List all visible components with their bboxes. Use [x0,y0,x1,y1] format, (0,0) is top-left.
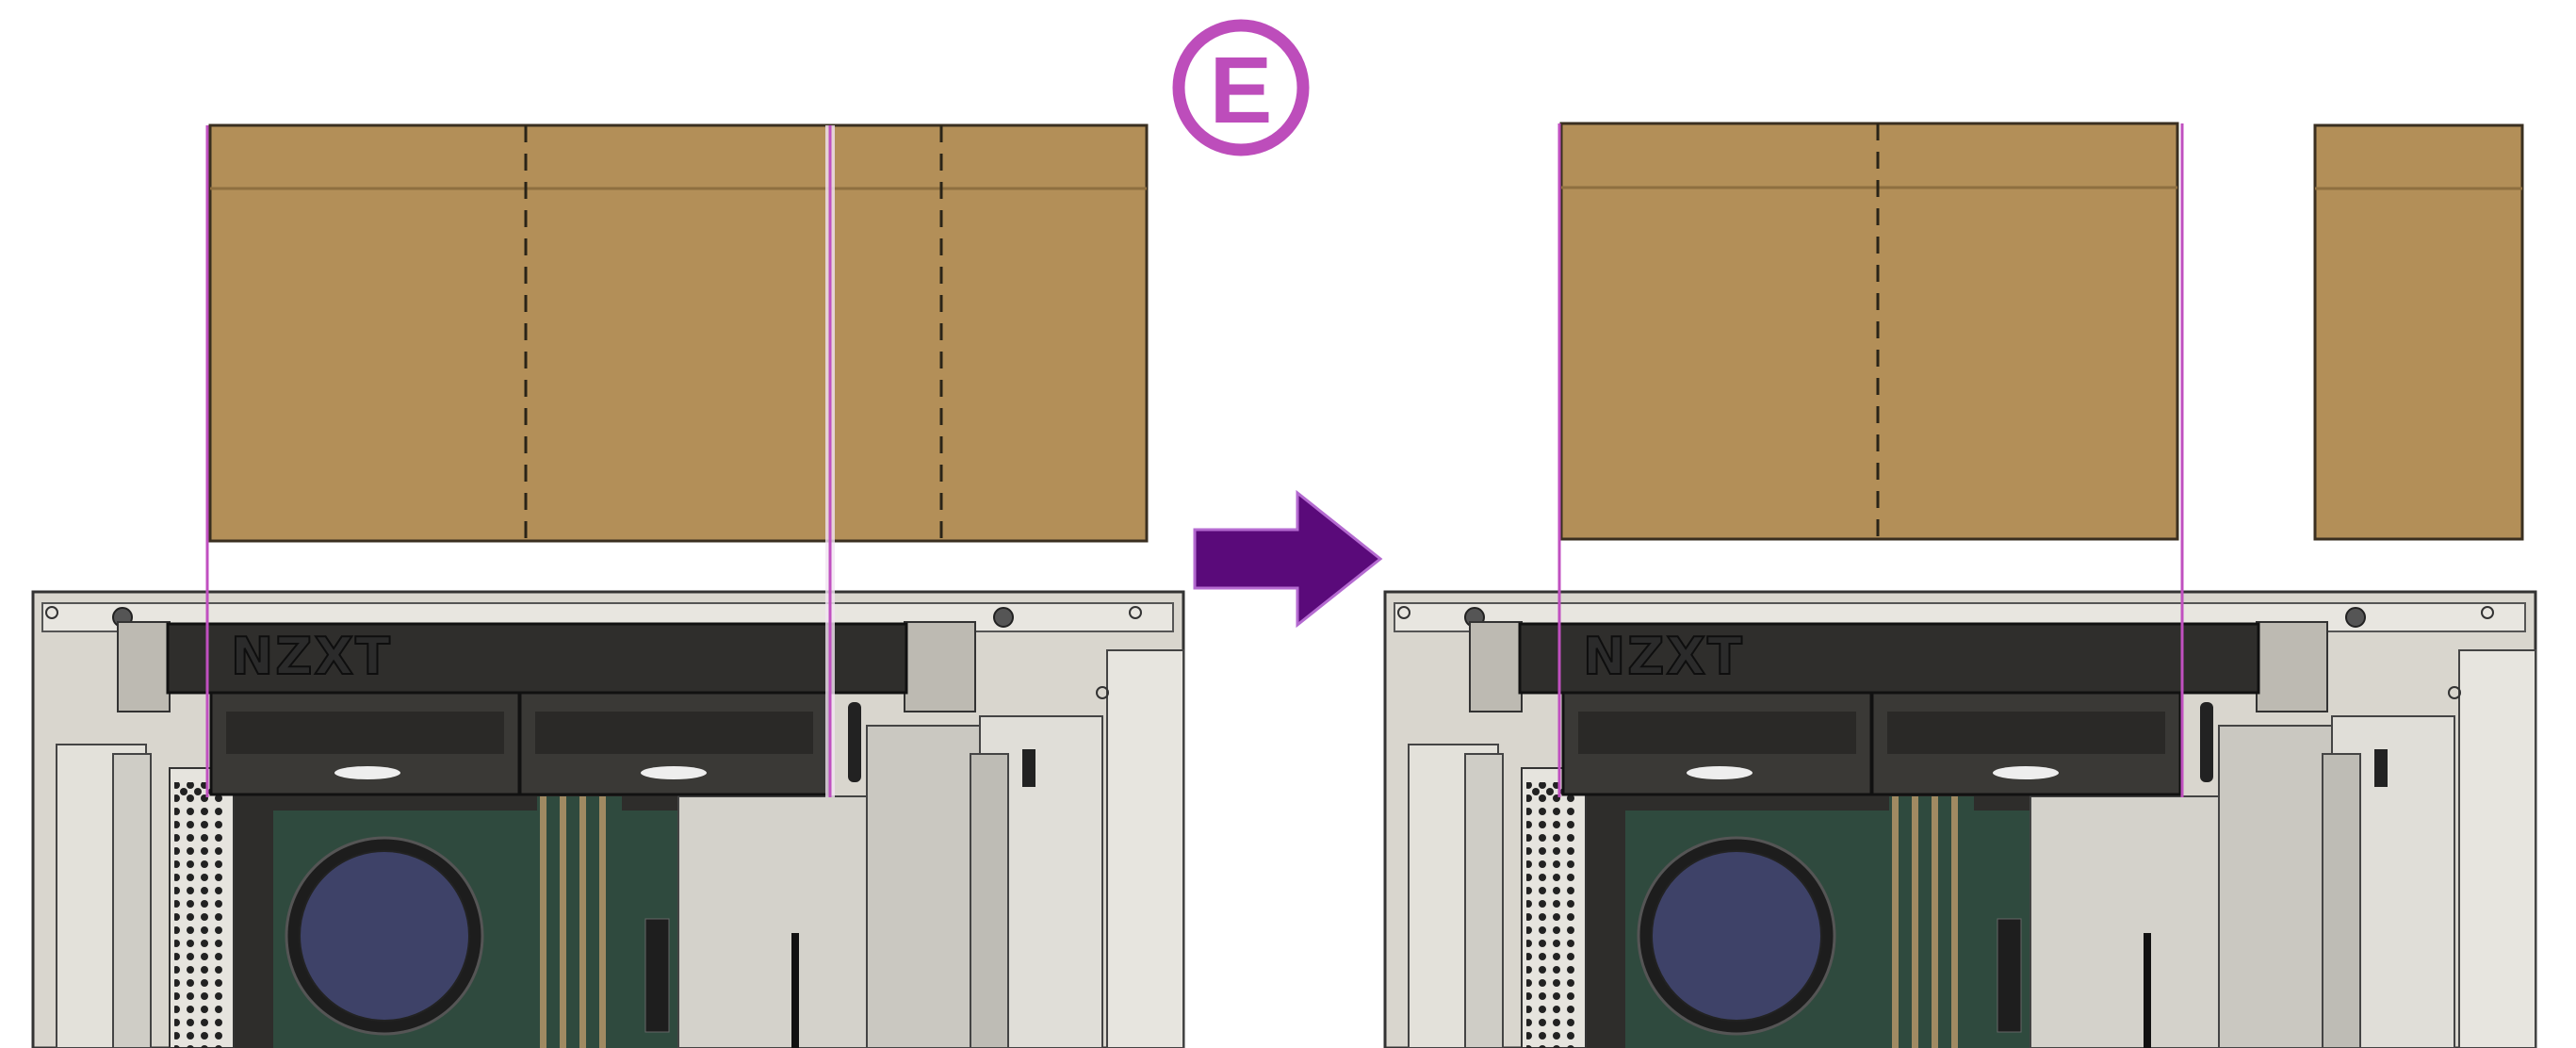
case-logo: NZXT [231,627,392,686]
cardboard-main-piece [1559,122,2179,541]
case-logo: NZXT [1583,627,1744,686]
case-before: NZXT [31,590,1185,1048]
case-after: NZXT [1383,590,2537,1048]
cardboard-sheet [208,123,1149,543]
step-badge-letter: E [1210,38,1273,143]
cardboard-after [1557,122,2524,797]
step-badge: E [1172,19,1310,156]
cardboard-before [205,123,1149,797]
cardboard-offcut [2313,123,2524,541]
right-arrow-icon [1193,489,1383,629]
